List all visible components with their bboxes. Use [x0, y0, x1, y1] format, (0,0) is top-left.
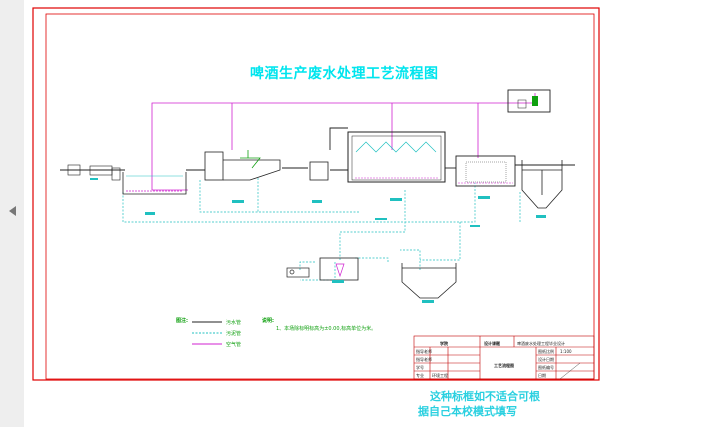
tb-scale-value: 1:100: [560, 349, 572, 354]
legend-label-air: 空气管: [226, 342, 242, 348]
equalization-tank: [122, 172, 187, 215]
outer-frame: [32, 7, 600, 381]
blower-room: [507, 89, 551, 113]
tb-school: 学院: [440, 341, 448, 346]
bar-screen: [67, 164, 121, 181]
sludge-pipes: [122, 178, 521, 281]
caption-line-1: 这种标框如不适合可根: [430, 390, 540, 403]
tb-major: 环境工程: [432, 373, 448, 378]
diagram-title: 啤酒生产废水处理工艺流程图: [250, 66, 439, 82]
pump-box: [309, 161, 329, 203]
secondary-clarifier: [521, 160, 563, 218]
tb-row-label-3: 学号: [416, 365, 424, 370]
air-pipes: [151, 93, 536, 191]
flotation-unit: [204, 150, 281, 203]
notes-heading: 说明:: [262, 318, 274, 324]
sludge-settler: [401, 263, 457, 303]
tb-row-label-1: 指导老师: [416, 349, 432, 354]
inner-frame: [45, 13, 595, 380]
oxidation-tank: [455, 155, 516, 199]
tb-right-label-1: 图纸比例: [538, 349, 554, 354]
legend-heading: 图注:: [176, 318, 188, 324]
tb-right-label-3: 图纸编号: [538, 365, 554, 370]
title-block-grid: [413, 335, 595, 380]
caption-line-2: 据自己本校模式填写: [418, 405, 517, 418]
legend-lines: [192, 321, 222, 345]
side-panel-collapse[interactable]: [0, 0, 24, 427]
tb-right-label-2: 设计日期: [538, 357, 554, 362]
tb-row-label-2: 指导老师: [416, 357, 432, 362]
unit-label-marks: [90, 178, 480, 227]
filter-press: [286, 267, 310, 278]
collapse-arrow-icon[interactable]: [9, 206, 16, 216]
tb-design-name: 啤酒废水处理工程毕业设计: [517, 341, 565, 346]
tb-right-label-4: 日期: [538, 373, 546, 378]
tb-drawing-name: 工艺流程图: [494, 363, 514, 368]
tb-row-label-4: 专业: [416, 373, 424, 378]
sludge-thickener: [319, 257, 359, 283]
tb-design-label: 设计课题: [484, 341, 500, 346]
legend-label-sludge: 污泥管: [226, 331, 242, 337]
reactor-tank: [347, 131, 446, 201]
legend-label-water: 污水管: [226, 320, 242, 326]
water-pipes: [60, 127, 575, 171]
notes-line-1: 1、本场除标明标高为±0.00,标高单位为米。: [276, 326, 377, 332]
